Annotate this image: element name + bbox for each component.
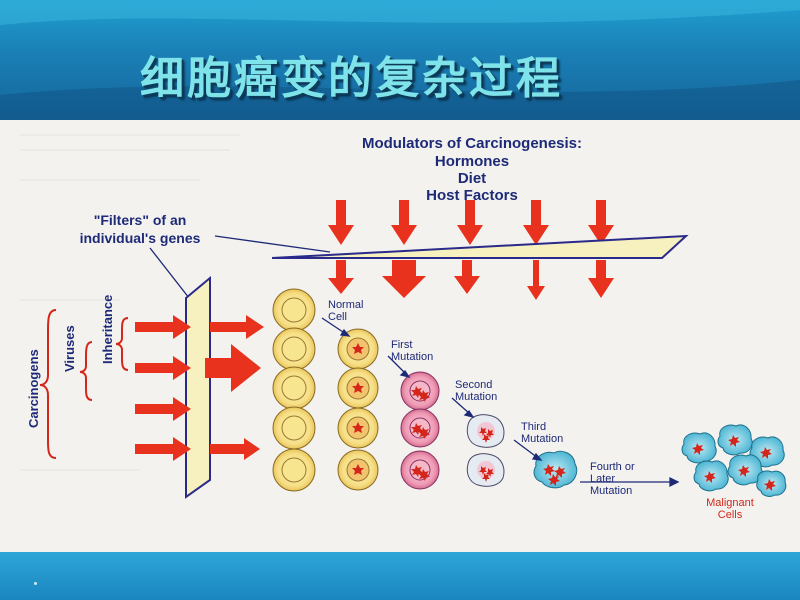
outgoing-arrow [205,344,261,392]
first-mutation-label-1: First [391,339,412,351]
filtered-arrow [527,260,545,300]
mutated-cell [337,449,379,491]
modulator-hormones: Hormones [435,153,509,170]
modulator-host-factors: Host Factors [426,187,518,204]
fourth-mutation-label-1: Fourth or [590,461,635,473]
normal-cell [272,406,316,450]
slide-footer [0,552,800,600]
header-wave-decoration [0,0,800,120]
normal-cell [272,448,316,492]
carcinogens-brace [39,309,57,459]
mutated-cell [400,450,440,490]
modulator-arrow [588,200,614,245]
horizontal-filter [271,234,689,259]
viruses-brace [79,341,93,401]
normal-cell [272,327,316,371]
mutated-cell [466,414,505,448]
malignant-cell [681,432,717,464]
grouping-braces [39,309,129,459]
second-mutation-label-1: Second [455,379,492,391]
slide-title: 细胞癌变的复杂过程 [140,53,563,104]
inheritance-label: Inheritance [100,295,115,364]
modulator-arrows-top [328,200,614,245]
footer-dot [34,582,37,585]
mutated-cell [337,367,379,409]
malignant-label-1: Malignant [706,497,754,509]
normal-cell [272,366,316,410]
fourth-mutation-cell [533,450,578,489]
outgoing-arrows [205,315,264,460]
filtered-arrow [382,260,426,298]
third-mutation-label-2: Mutation [521,433,563,445]
second-mutation-label-2: Mutation [455,391,497,403]
third-mutation-label-1: Third [521,421,546,433]
normal-cells-column [272,288,316,492]
slide-header: 细胞癌变的复杂过程 [0,0,800,120]
mutated-cell [400,408,440,448]
fourth-mutation-label-3: Mutation [590,485,632,497]
mutated-cell [337,328,379,370]
filters-label-line1: "Filters" of an [94,212,187,228]
malignant-label-2: Cells [718,509,743,521]
filtered-arrow [328,260,354,294]
modulator-diet: Diet [458,170,486,187]
third-mutation-column [466,414,505,487]
malignant-cell [727,454,763,486]
outgoing-arrow [210,315,264,339]
second-mutation-column [400,371,440,490]
modulator-arrow [391,200,417,245]
normal-cell-label-1: Normal [328,299,363,311]
modulator-arrow [457,200,483,245]
mutated-cell [466,453,505,487]
incoming-arrow [135,315,191,339]
inheritance-brace [115,317,129,371]
normal-cell [272,288,316,332]
modulator-arrow [328,200,354,245]
first-mutation-label-2: Mutation [391,351,433,363]
first-mutation-column [337,328,379,491]
stage-labels: Normal Cell First Mutation Second Mutati… [328,299,635,497]
malignant-cells-cluster [681,424,787,497]
carcinogenesis-diagram: Modulators of Carcinogenesis: Hormones D… [20,134,787,521]
modulator-arrows-bottom [328,260,614,300]
mutated-cell [400,371,440,411]
diagram-area: Modulators of Carcinogenesis: Hormones D… [0,120,800,552]
fourth-mutation-label-2: Later [590,473,615,485]
mutated-cell [337,407,379,449]
incoming-arrow [135,437,191,461]
filtered-arrow [454,260,480,294]
incoming-arrows [135,315,191,461]
malignant-cell [717,424,753,456]
carcinogens-label: Carcinogens [26,349,41,428]
modulators-heading: Modulators of Carcinogenesis: [362,135,582,152]
background-texture [20,134,240,471]
normal-cell-label-2: Cell [328,311,347,323]
progression-arrows [321,317,680,488]
incoming-arrow [135,397,191,421]
viruses-label: Viruses [62,325,77,372]
outgoing-arrow [210,438,260,460]
malignant-cell [693,460,729,492]
filters-label-line2: individual's genes [80,230,201,246]
filtered-arrow [588,260,614,298]
vertical-filter [185,275,211,499]
modulator-arrow [523,200,549,245]
incoming-arrow [135,356,191,380]
malignant-cell [756,470,787,497]
